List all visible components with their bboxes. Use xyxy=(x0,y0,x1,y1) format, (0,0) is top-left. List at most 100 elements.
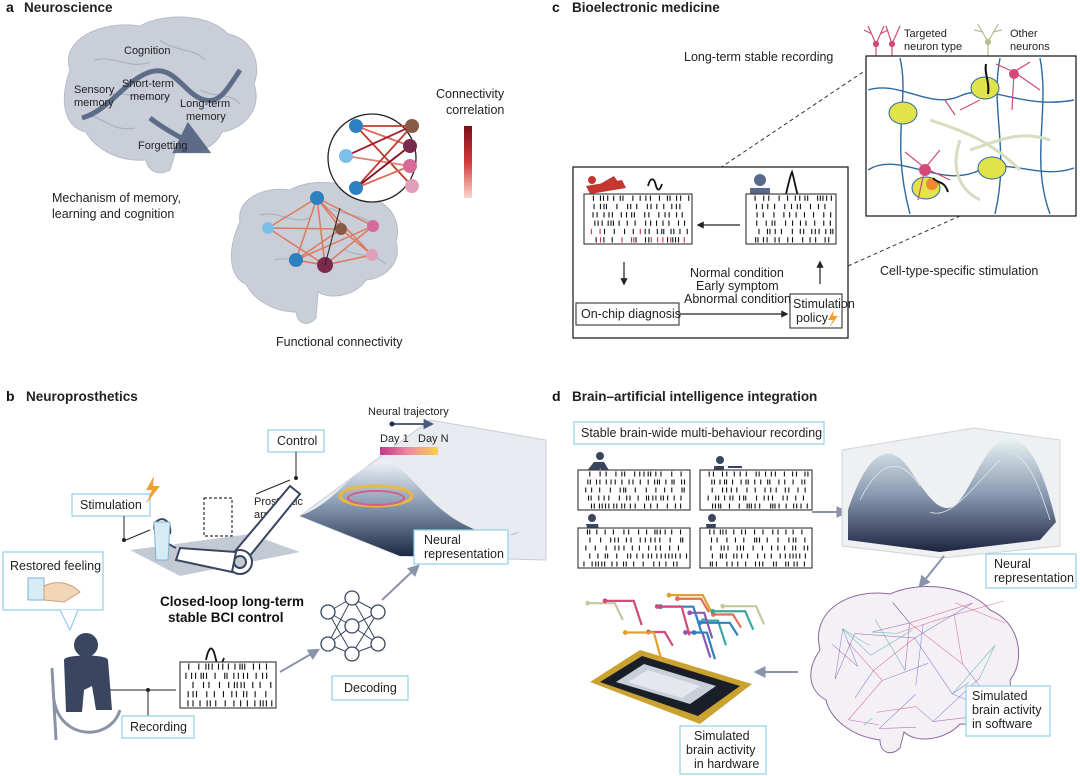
panel-c: c Bioelectronic medicine Long-term stabl… xyxy=(552,0,1077,339)
network-node xyxy=(403,159,417,173)
raster-ticks-abnormal xyxy=(590,195,690,243)
other-neurons-label-1: Other xyxy=(1010,28,1038,40)
network-node xyxy=(349,181,363,195)
panel-a-label: a xyxy=(6,0,14,15)
network-node xyxy=(405,179,419,193)
prosthetic-arm-icon xyxy=(153,484,302,575)
simulated-software-box xyxy=(965,685,1051,737)
short-term-memory-label-2: memory xyxy=(130,91,170,103)
lightning-icon xyxy=(828,310,838,328)
spike-raster-behaviour-2 xyxy=(699,469,813,511)
day-colorbar xyxy=(380,447,438,455)
network-node xyxy=(367,220,379,232)
panel-d-label: d xyxy=(552,388,561,404)
neural-representation-box-d xyxy=(985,553,1077,589)
spike-raster-abnormal xyxy=(583,193,693,245)
network-node xyxy=(405,119,419,133)
network-node xyxy=(310,191,324,205)
spike-raster-behaviour-3 xyxy=(577,527,691,569)
neural-representation-box-b xyxy=(413,529,509,565)
network-node xyxy=(403,139,417,153)
day-1-label: Day 1 xyxy=(380,433,409,445)
stimulation-policy-label-2: policy xyxy=(796,311,829,325)
early-symptom-label: Early symptom xyxy=(696,279,779,293)
simulated-hardware-label-1: Simulated xyxy=(694,729,750,743)
network-node xyxy=(262,222,274,234)
restored-feeling-label: Restored feeling xyxy=(10,559,101,573)
network-node xyxy=(335,223,347,235)
mechanism-label-2: learning and cognition xyxy=(52,207,174,221)
neural-representation-d-label-2: representation xyxy=(994,571,1074,585)
forgetting-label: Forgetting xyxy=(138,140,188,152)
raster-ticks-behaviour-4 xyxy=(709,529,809,567)
short-term-memory-label-1: Short-term xyxy=(122,78,174,90)
connectivity-brain xyxy=(230,181,398,324)
network-neuron xyxy=(344,618,360,634)
raster-ticks-behaviour-3 xyxy=(583,529,688,567)
sensory-memory-label-2: memory xyxy=(74,97,114,109)
targeted-label-2: neuron type xyxy=(904,41,962,53)
spike-raster-behaviour-4 xyxy=(699,527,813,569)
network-neuron xyxy=(320,636,336,652)
control-label: Control xyxy=(277,434,317,448)
patient-lying-icon xyxy=(586,176,626,194)
on-chip-diagnosis-box xyxy=(575,302,680,326)
hand-glass-icon xyxy=(27,577,81,603)
spike-raster-normal xyxy=(745,193,837,245)
raster-ticks-behaviour-1 xyxy=(585,471,686,509)
simulated-software-label-3: in software xyxy=(972,717,1032,731)
recording-box xyxy=(121,715,195,739)
panel-a: a Neuroscience Cognition Sensory memory … xyxy=(6,0,505,349)
wheelchair-user-icon xyxy=(50,633,122,741)
lightning-icon xyxy=(146,476,160,504)
on-chip-diagnosis-label: On-chip diagnosis xyxy=(581,307,681,321)
neural-trajectory-label: Neural trajectory xyxy=(368,406,449,418)
long-term-memory-label-1: Long-term xyxy=(180,98,230,110)
correlation-zoom xyxy=(324,113,419,266)
cognition-label: Cognition xyxy=(124,45,170,57)
mechanism-label-1: Mechanism of memory, xyxy=(52,191,181,205)
neural-landscape-d xyxy=(841,427,1061,559)
network-neuron xyxy=(344,590,360,606)
decoding-box xyxy=(331,675,409,701)
stimulation-policy-label-1: Stimulation xyxy=(793,297,855,311)
network-node xyxy=(366,249,378,261)
closed-loop-label-1: Closed-loop long-term xyxy=(160,594,304,609)
panel-d-title: Brain–artificial intelligence integratio… xyxy=(572,389,817,404)
other-neurons-label-2: neurons xyxy=(1010,41,1050,53)
neuromorphic-chip xyxy=(590,650,752,724)
network-neuron xyxy=(320,604,336,620)
network-neuron xyxy=(370,636,386,652)
memory-brain xyxy=(63,16,258,174)
targeted-label-1: Targeted xyxy=(904,28,947,40)
neural-representation-d-label-1: Neural xyxy=(994,557,1031,571)
long-term-memory-label-2: memory xyxy=(186,111,226,123)
closed-loop-label-2: stable BCI control xyxy=(168,610,284,625)
network-neuron xyxy=(344,646,360,662)
correlation-colorbar xyxy=(464,126,472,198)
glass-icon xyxy=(153,497,233,561)
simulated-software-label-1: Simulated xyxy=(972,689,1028,703)
neural-representation-b-label-2: representation xyxy=(424,547,504,561)
stimulation-box xyxy=(71,493,151,517)
normal-condition-label: Normal condition xyxy=(690,266,784,280)
neural-representation-b-label-1: Neural xyxy=(424,533,461,547)
connectivity-correlation-label-1: Connectivity xyxy=(436,87,505,101)
panel-b: b Neuroprosthetics Neural trajectory Day… xyxy=(2,388,547,741)
raster-ticks-normal xyxy=(754,195,834,243)
stimulation-policy-box xyxy=(789,293,843,329)
simulated-hardware-box xyxy=(679,725,767,775)
sensory-memory-label-1: Sensory xyxy=(74,84,115,96)
neural-tissue xyxy=(867,57,1075,215)
panel-c-title: Bioelectronic medicine xyxy=(572,0,720,15)
connectivity-correlation-label-2: correlation xyxy=(446,103,504,117)
abnormal-condition-label: Abnormal condition xyxy=(684,292,791,306)
recording-label: Recording xyxy=(130,720,187,734)
network-node xyxy=(339,149,353,163)
network-node xyxy=(289,253,303,267)
panel-a-title: Neuroscience xyxy=(24,0,113,15)
decoding-label: Decoding xyxy=(344,681,397,695)
long-term-recording-label: Long-term stable recording xyxy=(684,50,833,64)
simulated-software-label-2: brain activity xyxy=(972,703,1042,717)
